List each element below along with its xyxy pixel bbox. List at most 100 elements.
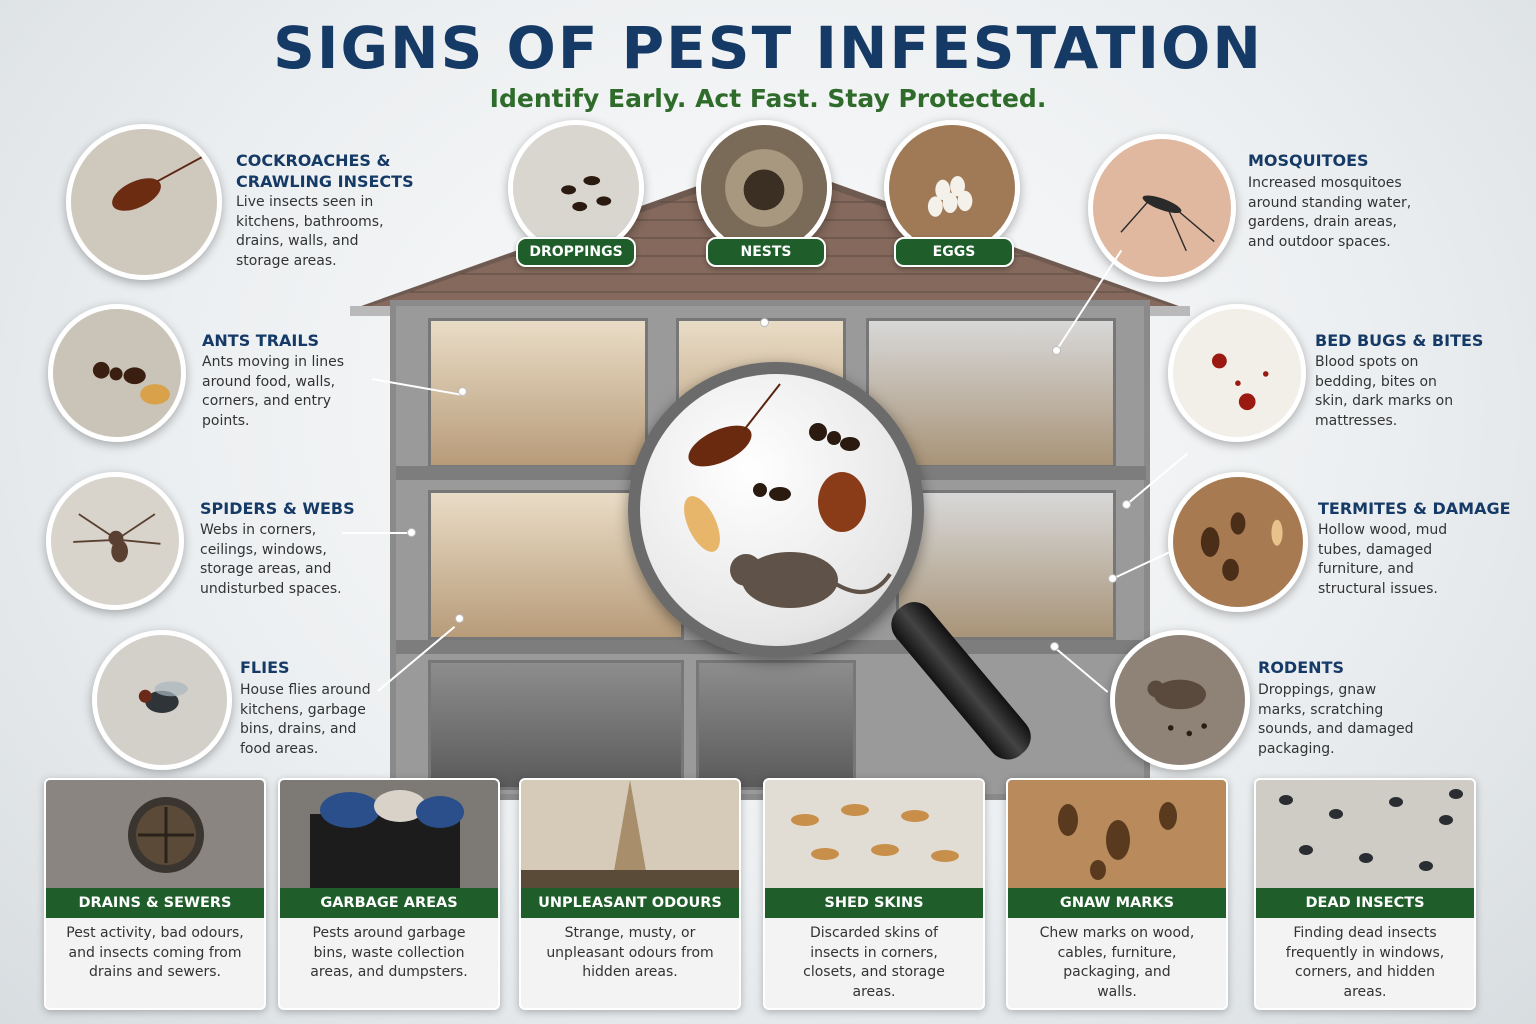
droppings-label: DROPPINGS bbox=[516, 237, 636, 267]
card-desc: Discarded skins of insects in corners, c… bbox=[773, 924, 975, 1002]
bedbugs-title: BED BUGS & BITES bbox=[1315, 331, 1484, 350]
desc-line: ceilings, windows, bbox=[200, 541, 327, 558]
desc-line: structural issues. bbox=[1318, 580, 1438, 597]
flies-title: FLIES bbox=[240, 658, 290, 677]
spiders-title: SPIDERS & WEBS bbox=[200, 499, 355, 518]
card-shed-skins: SHED SKINS Discarded skins of insects in… bbox=[763, 778, 985, 1010]
desc-line: packaging, and bbox=[1063, 964, 1171, 980]
cockroach-photo bbox=[66, 124, 222, 280]
desc-line: cables, furniture, bbox=[1057, 944, 1177, 961]
desc-line: unpleasant odours from bbox=[546, 944, 714, 961]
eggs-label: EGGS bbox=[894, 237, 1014, 267]
desc-line: Webs in corners, bbox=[200, 522, 317, 538]
card-drains-sewers: DRAINS & SEWERS Pest activity, bad odour… bbox=[44, 778, 266, 1010]
connector-dot bbox=[455, 614, 464, 623]
desc-line: tubes, damaged bbox=[1318, 541, 1433, 558]
card-desc: Pests around garbage bins, waste collect… bbox=[288, 924, 490, 983]
desc-line: storage areas, and bbox=[200, 561, 332, 577]
desc-line: kitchens, garbage bbox=[240, 701, 366, 718]
nests-label: NESTS bbox=[706, 237, 826, 267]
connector-dot bbox=[1052, 346, 1061, 355]
termites-desc: Hollow wood, mud tubes, damaged furnitur… bbox=[1318, 521, 1447, 599]
desc-line: corners, and entry bbox=[202, 393, 332, 409]
desc-line: Increased mosquitoes bbox=[1248, 175, 1402, 191]
card-unpleasant-odours: UNPLEASANT ODOURS Strange, musty, or unp… bbox=[519, 778, 741, 1010]
desc-line: mattresses. bbox=[1315, 412, 1398, 429]
odour-photo bbox=[521, 780, 739, 888]
cockroaches-title-line1: COCKROACHES & bbox=[236, 151, 391, 170]
desc-line: corners, and hidden bbox=[1294, 964, 1436, 980]
rodents-desc: Droppings, gnaw marks, scratching sounds… bbox=[1258, 681, 1414, 759]
garbage-photo bbox=[280, 780, 498, 888]
desc-line: kitchens, bathrooms, bbox=[236, 213, 384, 230]
mosquitoes-desc: Increased mosquitoes around standing wat… bbox=[1248, 174, 1411, 252]
desc-line: drains, walls, and bbox=[236, 233, 359, 249]
desc-line: around standing water, bbox=[1248, 194, 1412, 211]
desc-line: gardens, drain areas, bbox=[1248, 214, 1397, 230]
desc-line: closets, and storage bbox=[803, 964, 945, 980]
connector-dot bbox=[407, 528, 416, 537]
page-title: SIGNS OF PEST INFESTATION bbox=[273, 14, 1263, 82]
magnifier-lens bbox=[628, 362, 928, 662]
desc-line: insects in corners, bbox=[810, 944, 938, 961]
droppings-photo bbox=[508, 120, 644, 256]
drain-photo bbox=[46, 780, 264, 888]
shed-skins-photo bbox=[765, 780, 983, 888]
spiders-desc: Webs in corners, ceilings, windows, stor… bbox=[200, 521, 342, 599]
ants-title: ANTS TRAILS bbox=[202, 331, 320, 350]
desc-line: frequently in windows, bbox=[1285, 944, 1445, 961]
mosquitoes-title: MOSQUITOES bbox=[1248, 151, 1369, 170]
desc-line: Ants moving in lines bbox=[202, 354, 345, 370]
desc-line: Pest activity, bad odours, bbox=[66, 925, 244, 941]
desc-line: drains and sewers. bbox=[89, 964, 221, 980]
desc-line: Discarded skins of bbox=[810, 925, 938, 941]
desc-line: Droppings, gnaw bbox=[1258, 682, 1377, 698]
ant-photo bbox=[48, 304, 186, 442]
desc-line: areas, and dumpsters. bbox=[310, 964, 468, 980]
desc-line: bins, waste collection bbox=[313, 944, 465, 961]
desc-line: marks, scratching bbox=[1258, 701, 1384, 718]
desc-line: furniture, and bbox=[1318, 561, 1414, 577]
desc-line: and insects coming from bbox=[68, 944, 242, 961]
card-desc: Finding dead insects frequently in windo… bbox=[1264, 924, 1466, 1002]
desc-line: hidden areas. bbox=[582, 964, 678, 980]
card-label: DRAINS & SEWERS bbox=[46, 888, 264, 918]
desc-line: Finding dead insects bbox=[1293, 925, 1437, 941]
pests-in-lens bbox=[684, 383, 892, 608]
desc-line: Blood spots on bbox=[1315, 354, 1419, 370]
dead-insects-photo bbox=[1256, 780, 1474, 888]
desc-line: Hollow wood, mud bbox=[1318, 522, 1448, 538]
card-desc: Chew marks on wood, cables, furniture, p… bbox=[1016, 924, 1218, 1002]
desc-line: areas. bbox=[852, 983, 896, 1000]
desc-line: skin, dark marks on bbox=[1315, 393, 1454, 409]
rodents-title: RODENTS bbox=[1258, 658, 1344, 677]
desc-line: points. bbox=[202, 412, 250, 429]
connector-dot bbox=[458, 387, 467, 396]
card-label: SHED SKINS bbox=[765, 888, 983, 918]
desc-line: packaging. bbox=[1258, 740, 1335, 757]
cockroaches-title: COCKROACHES & CRAWLING INSECTS bbox=[236, 150, 414, 192]
card-desc: Strange, musty, or unpleasant odours fro… bbox=[529, 924, 731, 983]
garage-room bbox=[428, 660, 684, 790]
cockroaches-desc: Live insects seen in kitchens, bathrooms… bbox=[236, 193, 384, 271]
flies-desc: House flies around kitchens, garbage bin… bbox=[240, 681, 371, 759]
desc-line: and outdoor spaces. bbox=[1248, 233, 1391, 250]
desc-line: storage areas. bbox=[236, 252, 337, 269]
connector-dot bbox=[1122, 500, 1131, 509]
eggs-photo bbox=[884, 120, 1020, 256]
desc-line: walls. bbox=[1097, 983, 1137, 1000]
desc-line: bedding, bites on bbox=[1315, 373, 1437, 390]
card-desc: Pest activity, bad odours, and insects c… bbox=[54, 924, 256, 983]
card-label: UNPLEASANT ODOURS bbox=[521, 888, 739, 918]
desc-line: bins, drains, and bbox=[240, 721, 357, 737]
connector-line bbox=[342, 532, 414, 534]
desc-line: sounds, and damaged bbox=[1258, 721, 1414, 737]
desc-line: undisturbed spaces. bbox=[200, 580, 342, 597]
ants-desc: Ants moving in lines around food, walls,… bbox=[202, 353, 344, 431]
basement-room bbox=[696, 660, 856, 790]
desc-line: Live insects seen in bbox=[236, 194, 374, 210]
rodent-photo bbox=[1110, 630, 1250, 770]
desc-line: House flies around bbox=[240, 682, 371, 698]
card-label: GARBAGE AREAS bbox=[280, 888, 498, 918]
page-subtitle: Identify Early. Act Fast. Stay Protected… bbox=[489, 84, 1047, 113]
